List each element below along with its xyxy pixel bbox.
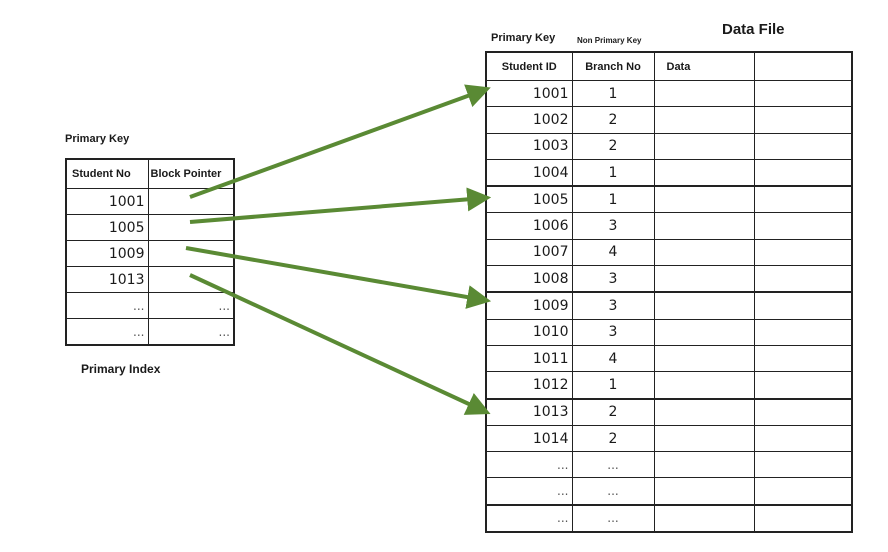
extra-cell [753,344,853,373]
arrow-1001-to-1001 [189,84,491,199]
extra-cell [753,397,853,426]
branch-no-cell: 3 [571,291,655,320]
primary-index-label: Primary Index [81,362,161,376]
branch-no-cell: 3 [571,212,655,240]
branch-no-cell: 2 [571,106,655,134]
data-header-row: Student ID Branch No Data [485,51,853,81]
index-key-cell: 1005 [65,214,149,241]
student-id-cell: 1011 [485,344,573,373]
branch-no-cell: 2 [571,132,655,160]
extra-cell [753,106,853,134]
branch-no-cell: 3 [571,318,655,346]
extra-cell [753,424,853,453]
student-id-cell: 1013 [485,397,573,426]
branch-no-cell: ... [571,451,655,479]
data-cell [653,397,755,426]
data-cell [653,503,755,533]
student-id-cell: ... [485,451,573,479]
data-cell [653,79,755,108]
index-pointer-cell: ... [147,318,235,346]
branch-no-cell: ... [571,503,655,533]
data-file-title: Data File [722,21,785,38]
branch-no-cell: ... [571,477,655,506]
student-id-cell: ... [485,477,573,506]
data-row: ...... [485,451,853,479]
student-id-cell: 1008 [485,265,573,293]
index-row: 1013 [65,266,235,293]
data-header-data: Data [653,51,755,81]
student-id-cell: 1010 [485,318,573,346]
index-header-row: Student No Block Pointer [65,158,235,189]
arrow-1013-to-1013 [189,273,491,415]
index-pointer-cell [147,188,235,215]
data-cell [653,265,755,293]
index-primary-key-label: Primary Key [65,133,130,145]
student-id-cell: 1003 [485,132,573,160]
index-key-cell: ... [65,318,149,346]
primary-index-table: Student No Block Pointer 1001 1005 1009 … [65,158,235,346]
non-primary-key-label: Non Primary Key [577,36,642,45]
index-pointer-cell: ... [147,292,235,319]
extra-cell [753,451,853,479]
student-id-cell: 1002 [485,106,573,134]
extra-cell [753,265,853,293]
data-cell [653,238,755,267]
data-header-student-id: Student ID [485,51,573,81]
student-id-cell: 1004 [485,158,573,187]
extra-cell [753,291,853,320]
data-cell [653,451,755,479]
branch-no-cell: 1 [571,185,655,214]
extra-cell [753,318,853,346]
data-row: ...... [485,503,853,533]
arrow-1005-to-1005 [189,187,492,224]
index-header-block-pointer: Block Pointer [147,158,235,189]
data-cell [653,318,755,346]
extra-cell [753,238,853,267]
data-cell [653,344,755,373]
student-id-cell: ... [485,503,573,533]
branch-no-cell: 4 [571,238,655,267]
data-header-branch-no: Branch No [571,51,655,81]
index-row: ... ... [65,318,235,346]
index-row: 1009 [65,240,235,267]
student-id-cell: 1001 [485,79,573,108]
data-cell [653,371,755,400]
extra-cell [753,503,853,533]
extra-cell [753,212,853,240]
extra-cell [753,132,853,160]
index-key-cell: ... [65,292,149,319]
student-id-cell: 1012 [485,371,573,400]
student-id-cell: 1006 [485,212,573,240]
data-cell [653,185,755,214]
index-key-cell: 1013 [65,266,149,293]
data-primary-key-label: Primary Key [491,32,556,44]
index-row: ... ... [65,292,235,319]
data-cell [653,132,755,160]
branch-no-cell: 4 [571,344,655,373]
arrow-1009-to-1009 [185,246,492,309]
